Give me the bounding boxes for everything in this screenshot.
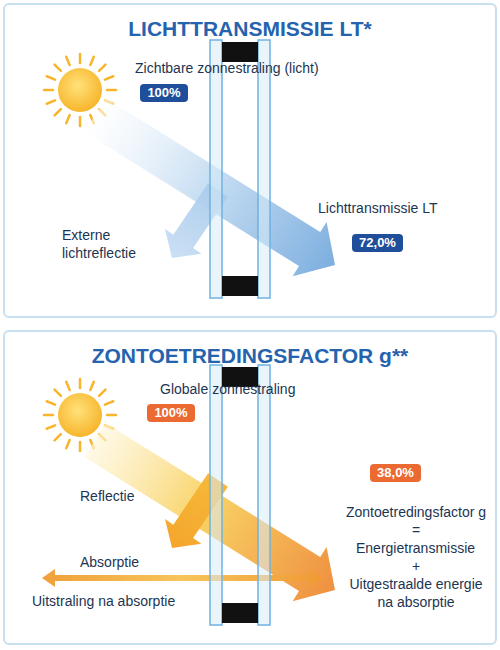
glass-pane [258,365,270,625]
reflection-label: Reflectie [80,487,134,505]
percentage-value: 100% [147,85,180,100]
sun-ray [99,390,105,396]
absorption-label: Absorptie [80,553,139,571]
sun-ray [55,109,61,115]
percentage-value: 38,0% [377,465,414,480]
beam-label: Globale zonnestraling [160,380,295,398]
formula-operator: + [412,557,420,575]
sun-ray [90,382,93,390]
glass-pane [210,365,222,625]
glass-pane [210,40,222,298]
sun-ray [66,115,69,123]
percentage-badge: 72,0% [352,234,403,252]
reflection-label: Externe lichtreflectie [62,226,152,262]
transmission-label: Lichttransmissie LT [318,199,438,217]
sun-disc [58,68,102,112]
sun-ray [79,54,82,63]
sun-ray [47,401,55,404]
sun-ray [107,414,116,417]
sun-disc [58,393,102,437]
emission-label: Uitstraling na absorptie [32,592,175,610]
diagram-panel: LICHTTRANSMISSIE LT* 100% 72,0% [3,3,497,318]
sun-ray [107,89,116,92]
sun-ray [79,442,82,451]
percentage-badge: 38,0% [370,464,421,482]
sun-ray [47,425,55,428]
sun-ray [44,414,53,417]
absorption-arrow [42,569,323,587]
sun-ray [66,57,69,65]
sun-ray [55,390,61,396]
sun-ray [55,434,61,440]
sun-ray [79,117,82,126]
sun-ray [105,401,113,404]
sun-ray [105,76,113,79]
sun-ray [66,382,69,390]
panel-title: LICHTTRANSMISSIE LT* [5,17,495,41]
double-glazing [210,365,270,625]
spacer [222,603,258,623]
spacer [222,42,258,62]
sun-ray [47,76,55,79]
panel-title: ZONTOETREDINGSFACTOR g** [5,344,495,368]
formula-text: Uitgestraalde energie na absorptie [346,575,486,611]
percentage-value: 100% [154,405,187,420]
percentage-badge: 100% [147,404,195,422]
sun-ray [90,57,93,65]
beam-label: Zichtbare zonnestraling (licht) [135,59,319,77]
percentage-value: 72,0% [359,235,396,250]
sun-ray [55,65,61,71]
sun-ray [66,440,69,448]
formula-operator: = [412,521,420,539]
sun-ray [79,379,82,388]
sun-ray [47,100,55,103]
sun-ray [99,65,105,71]
formula-text: Zontoetredingsfactor g [346,503,486,521]
formula-text: Energietransmissie [356,539,475,557]
double-glazing [210,40,270,298]
glass-pane [258,40,270,298]
sun-ray [44,89,53,92]
spacer [222,276,258,296]
percentage-badge: 100% [140,84,188,102]
